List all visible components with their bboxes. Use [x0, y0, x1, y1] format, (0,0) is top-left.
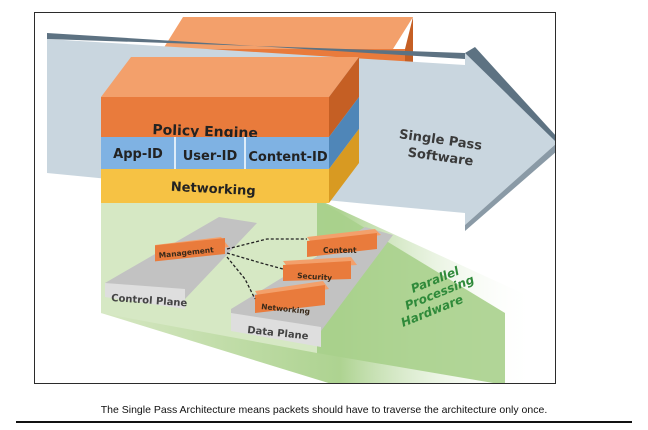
software-stack: Policy Engine App-ID User-ID Content-ID … — [101, 57, 359, 203]
divider-rule — [16, 421, 632, 423]
user-id-label: User-ID — [183, 149, 238, 164]
control-plane-label: Control Plane — [111, 293, 188, 309]
diagram-canvas: Single Pass Software Parallel Processing… — [47, 17, 555, 383]
figure-caption: The Single Pass Architecture means packe… — [100, 404, 548, 416]
content-id-label: Content-ID — [248, 150, 327, 165]
app-id-label: App-ID — [113, 147, 163, 162]
control-plane: Control Plane Management — [105, 217, 257, 309]
networking-layer-label: Networking — [170, 180, 256, 199]
data-plane: Data Plane Content Security Networking — [226, 227, 393, 347]
content-label: Content — [323, 246, 357, 255]
policy-engine-label: Policy Engine — [152, 122, 258, 142]
architecture-diagram: Single Pass Software Parallel Processing… — [34, 12, 556, 384]
security-label: Security — [297, 271, 333, 282]
